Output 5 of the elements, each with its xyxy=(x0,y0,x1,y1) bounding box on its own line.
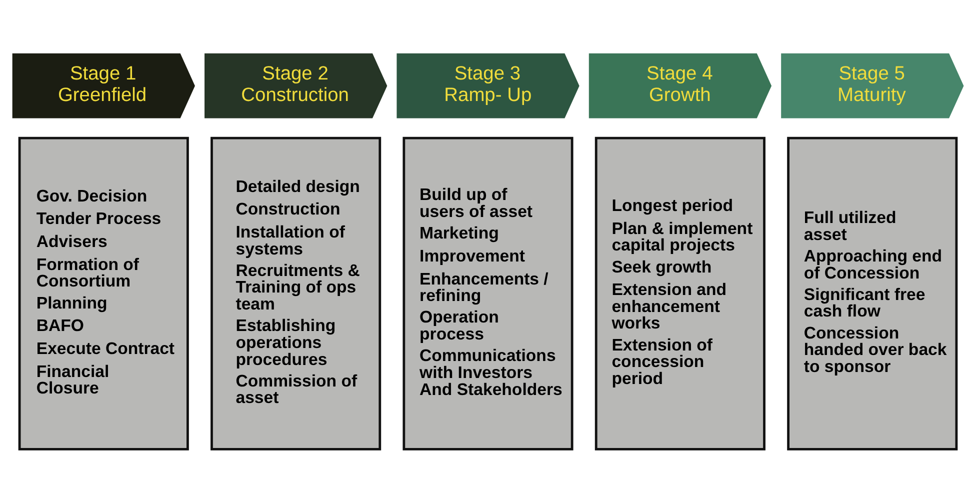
node-box: Gov. Decision Tender Process Advisers Formation of Consortium Planning BAFO Execute Contract Financial Closure xyxy=(18,136,189,450)
node-box: Full utilized asset Approaching end of Concession Significant free cash flow Concession handed over back to sponsor xyxy=(787,136,958,450)
node-box: Build up of users of asset Marketing Improvement Enhancements / refining Operation process Communications with Investors And Stakeholders xyxy=(402,136,574,450)
node-box: Detailed design Construction Installation of systems Recruitments & Training of ops team Establishing operations procedures Commission of asset xyxy=(210,136,382,450)
node-box: Longest period Plan & implement capital projects Seek growth Extension and enhancement works Extension of concession period xyxy=(594,136,766,450)
